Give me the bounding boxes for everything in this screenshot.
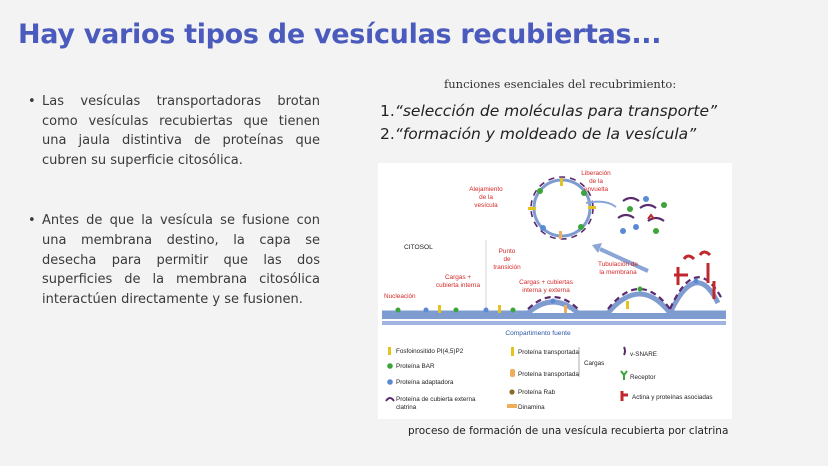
svg-text:Cargas: Cargas <box>584 360 604 367</box>
functions-heading: funciones esenciales del recubrimiento: <box>444 77 677 91</box>
svg-text:v-SNARE: v-SNARE <box>630 351 657 358</box>
label-nucleacion: Nucleación <box>384 293 416 300</box>
svg-text:Proteína transportada: Proteína transportada <box>518 371 579 378</box>
svg-text:Proteína adaptadora: Proteína adaptadora <box>396 379 454 386</box>
bullet-item: Antes de que la vesícula se fusione con … <box>28 211 320 309</box>
budded-vesicle <box>528 176 596 240</box>
functions-list: 1.“selección de moléculas para transport… <box>380 102 717 148</box>
function-item: 1.“selección de moléculas para transport… <box>380 102 718 120</box>
bullet-list: Las vesículas transportadoras brotan com… <box>28 92 320 309</box>
release-arrow <box>599 247 649 273</box>
label-citosol: CITOSOL <box>404 244 433 251</box>
svg-text:Actina y proteínas asociadas: Actina y proteínas asociadas <box>632 394 713 401</box>
label-cargas-interna: Cargas +cubierta interna <box>436 274 480 289</box>
bullet-item: Las vesículas transportadoras brotan com… <box>28 92 320 170</box>
svg-text:Proteína BAR: Proteína BAR <box>396 363 435 370</box>
label-compartimento: Compartimento fuente <box>505 330 571 337</box>
source-membrane <box>382 250 726 325</box>
svg-text:Proteína Rab: Proteína Rab <box>518 389 556 396</box>
svg-text:Proteína de cubierta externa: Proteína de cubierta externa <box>396 396 476 403</box>
slide-title: Hay varios tipos de vesículas recubierta… <box>18 19 662 50</box>
diagram-caption: proceso de formación de una vesícula rec… <box>408 425 729 437</box>
svg-text:Proteína transportada: Proteína transportada <box>518 349 579 356</box>
diagram-legend: Fosfoinositido PI(4,5)P2 Proteína BAR Pr… <box>385 346 713 411</box>
svg-text:Fosfoinositido PI(4,5)P2: Fosfoinositido PI(4,5)P2 <box>396 348 464 355</box>
svg-text:clatrina: clatrina <box>396 404 417 411</box>
released-coat <box>617 196 667 234</box>
svg-text:Dinamina: Dinamina <box>518 404 545 411</box>
function-item: 2.“formación y moldeado de la vesícula” <box>380 125 697 143</box>
svg-text:Receptor: Receptor <box>630 374 656 381</box>
